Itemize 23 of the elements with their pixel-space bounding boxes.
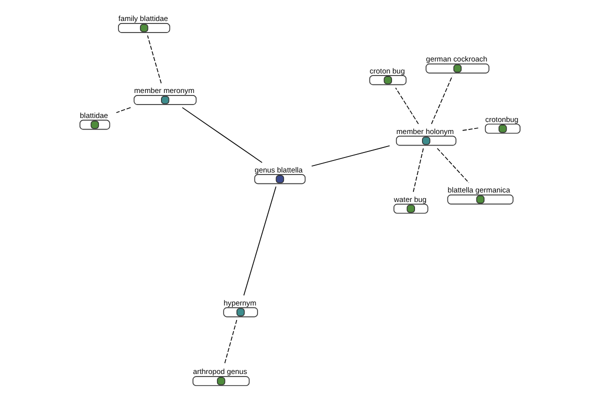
node-label: genus blattella xyxy=(254,165,303,174)
connector xyxy=(243,186,276,296)
node-label: german cockroach xyxy=(426,54,488,64)
node-label: water bug xyxy=(394,194,427,204)
node-label: croton bug xyxy=(370,66,405,76)
node-label: family blattidae xyxy=(118,14,168,24)
node-label: blattidae xyxy=(80,110,108,120)
node-label: crotonbug xyxy=(485,114,518,124)
node-label: blattella germanica xyxy=(448,186,510,195)
connector xyxy=(116,107,131,114)
connector xyxy=(224,320,238,365)
connector xyxy=(412,148,424,193)
node-label: hypernym xyxy=(224,298,256,308)
connector xyxy=(147,35,162,84)
node-label: member meronym xyxy=(134,86,194,96)
connector xyxy=(462,128,479,131)
connector xyxy=(182,107,262,163)
connector xyxy=(395,87,419,124)
node-label: member holonym xyxy=(396,126,454,136)
node-label: arthropod genus xyxy=(192,367,248,376)
connector xyxy=(431,76,453,124)
connector xyxy=(436,148,470,184)
connector xyxy=(311,145,390,167)
